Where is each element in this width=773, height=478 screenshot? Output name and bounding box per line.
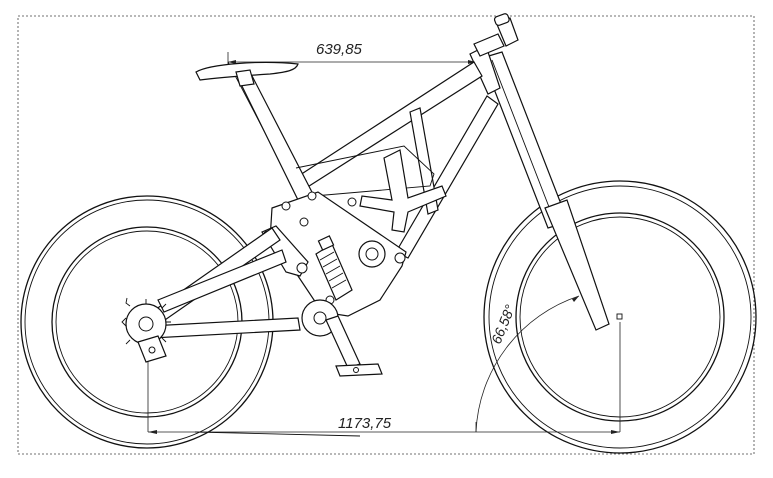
front-wheel (483, 180, 757, 454)
kickstand (325, 315, 383, 377)
front-fork (469, 13, 610, 331)
sheet-border (17, 15, 755, 455)
top-length-label: 639,85 (316, 41, 363, 58)
main-frame (237, 61, 499, 337)
wheelbase-label: 1173,75 (338, 415, 392, 432)
rear-shock (315, 235, 353, 301)
rear-triangle (121, 227, 301, 363)
front-axle (616, 313, 623, 320)
saddle (195, 61, 299, 87)
